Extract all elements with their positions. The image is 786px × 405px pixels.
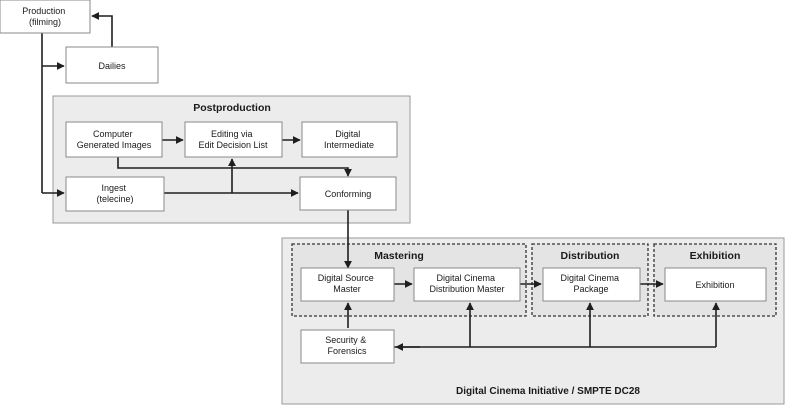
node-cgi-label: Computer Generated Images <box>77 129 152 150</box>
cgi-to-conforming <box>117 157 352 177</box>
node-editing: Editing via Edit Decision List <box>184 121 283 158</box>
node-security-forensics-label: Security & Forensics <box>325 335 369 356</box>
postproduction-title: Postproduction <box>193 102 271 114</box>
node-security-forensics: Security & Forensics <box>300 329 395 364</box>
node-exhibition: Exhibition <box>664 267 767 302</box>
node-production: Production (filming) <box>0 0 91 34</box>
node-ingest-label: Ingest (telecine) <box>96 183 133 204</box>
node-editing-label: Editing via Edit Decision List <box>198 129 268 150</box>
node-cinema-package: Digital Cinema Package <box>542 267 641 302</box>
node-distribution-master-label: Digital Cinema Distribution Master <box>429 273 504 294</box>
node-cgi: Computer Generated Images <box>65 121 163 158</box>
node-cinema-package-label: Digital Cinema Package <box>560 273 621 294</box>
connectors <box>41 12 720 351</box>
node-conforming: Conforming <box>299 176 397 211</box>
node-conforming-label: Conforming <box>325 189 372 199</box>
node-digital-source-master-label: Digital Source Master <box>318 273 377 294</box>
node-digital-intermediate-label: Digital Intermediate <box>324 129 374 150</box>
node-digital-source-master: Digital Source Master <box>300 267 395 302</box>
exhibition-title: Exhibition <box>690 250 741 262</box>
node-digital-intermediate: Digital Intermediate <box>301 121 398 158</box>
node-production-label: Production (filming) <box>22 6 68 27</box>
node-distribution-master: Digital Cinema Distribution Master <box>413 267 521 302</box>
node-dailies: Dailies <box>65 46 159 84</box>
node-ingest: Ingest (telecine) <box>65 176 165 212</box>
dci-title: Digital Cinema Initiative / SMPTE DC28 <box>456 386 640 397</box>
distribution-title: Distribution <box>561 250 620 262</box>
mastering-title: Mastering <box>374 250 424 262</box>
dailies-to-production <box>91 12 113 47</box>
node-exhibition-label: Exhibition <box>695 280 734 290</box>
node-dailies-label: Dailies <box>98 61 126 71</box>
